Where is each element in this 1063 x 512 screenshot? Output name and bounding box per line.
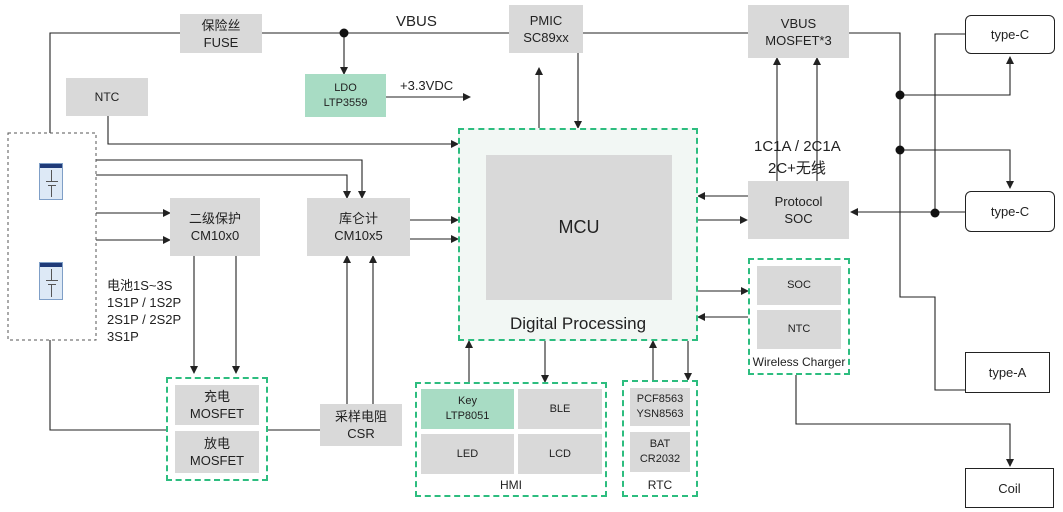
- csr-block: 采样电阻 CSR: [320, 404, 402, 446]
- type-c-port-1-label: type-C: [990, 27, 1030, 42]
- ble-label: BLE: [549, 402, 571, 415]
- junction-typec1: [895, 90, 905, 100]
- battery-config-2: 1S1P / 1S2P: [107, 295, 182, 310]
- protocol-line1: Protocol: [774, 194, 823, 209]
- wire-sense-1: [96, 159, 366, 199]
- charge-mosfet-line1: 充电: [203, 389, 230, 404]
- coil-label: Coil: [998, 480, 1021, 496]
- pcf-line2: YSN8563: [636, 408, 684, 420]
- protocol-line2: SOC: [784, 211, 813, 226]
- ble-block: BLE: [518, 389, 602, 429]
- pmic-line1: PMIC: [529, 13, 563, 28]
- charge-mode-label-2: 2C+无线: [768, 160, 826, 177]
- ldo-line2: LTP3559: [323, 96, 368, 109]
- csr-line2: CSR: [347, 426, 375, 441]
- wire-vbus-to-typec1: [900, 56, 1014, 96]
- protection-block: 二级保护 CM10x0: [170, 198, 260, 256]
- led-label: LED: [456, 447, 479, 460]
- wireless-soc-block: SOC: [757, 266, 841, 305]
- protection-line1: 二级保护: [188, 211, 241, 226]
- type-a-port: type-A: [965, 352, 1050, 393]
- coulomb-counter-block: 库仑计 CM10x5: [307, 198, 410, 256]
- type-c-port-2-label: type-C: [990, 204, 1030, 219]
- type-c-port-1: type-C: [965, 15, 1055, 54]
- pmic-block: PMIC SC89xx: [509, 5, 583, 53]
- battery-cell-2-icon: [39, 262, 63, 300]
- junction-ldo: [339, 28, 349, 38]
- coulomb-line2: CM10x5: [334, 228, 383, 243]
- charge-mode-label-1: 1C1A / 2C1A: [754, 138, 841, 155]
- wireless-soc-label: SOC: [787, 279, 811, 291]
- coil-block: Coil: [965, 468, 1054, 508]
- vbus-label: VBUS: [396, 13, 437, 30]
- pcf8563-block: PCF8563 YSN8563: [630, 388, 690, 426]
- coulomb-line1: 库仑计: [338, 211, 378, 226]
- wire-vbus-to-typec2: [900, 149, 1014, 189]
- discharge-mosfet-block: 放电 MOSFET: [175, 431, 259, 473]
- mcu-block: MCU: [486, 155, 672, 300]
- type-c-port-2: type-C: [965, 191, 1055, 232]
- wireless-ntc-label: NTC: [787, 323, 811, 335]
- vbus-mosfet-line1: VBUS: [780, 15, 817, 31]
- charge-mosfet-block: 充电 MOSFET: [175, 385, 259, 425]
- led-block: LED: [421, 434, 514, 474]
- junction-cc: [930, 208, 940, 218]
- digital-processing-label: Digital Processing: [509, 314, 647, 333]
- wire-battery-to-mosfet: [49, 340, 166, 431]
- battery-config-4: 3S1P: [107, 329, 139, 344]
- protocol-soc-block: Protocol SOC: [748, 181, 849, 239]
- vbus-mosfet-line2: MOSFET*3: [765, 32, 832, 48]
- battery-pack-outline: [7, 132, 97, 341]
- wire-vbus-to-typea: [849, 32, 965, 391]
- wireless-charger-label: Wireless Charger: [752, 355, 846, 369]
- ntc-label: NTC: [94, 89, 120, 104]
- hmi-label: HMI: [500, 478, 522, 492]
- key-line1: Key: [458, 395, 477, 407]
- type-a-port-label: type-A: [988, 365, 1027, 380]
- ldo-block: LDO LTP3559: [305, 74, 386, 117]
- ntc-block: NTC: [66, 78, 148, 116]
- pmic-line2: SC89xx: [523, 30, 569, 45]
- fuse-line1: 保险丝: [201, 17, 241, 33]
- ldo-line1: LDO: [334, 81, 357, 94]
- discharge-mosfet-line2: MOSFET: [189, 453, 245, 468]
- wireless-ntc-block: NTC: [757, 310, 841, 349]
- wire-sense-2: [96, 174, 351, 199]
- pcf-line1: PCF8563: [636, 393, 684, 405]
- csr-line1: 采样电阻: [334, 409, 387, 424]
- v33-label: +3.3VDC: [400, 78, 454, 93]
- battery-cell-1-icon: [39, 163, 63, 200]
- coin-battery-block: BAT CR2032: [630, 432, 690, 472]
- key-line2: LTP8051: [445, 410, 490, 422]
- junction-typec2: [895, 145, 905, 155]
- wire-wireless-to-coil: [795, 375, 1014, 467]
- bat-line1: BAT: [649, 438, 671, 450]
- vbus-mosfet-block: VBUS MOSFET*3: [748, 5, 849, 58]
- wire-battery-to-fuse: [49, 32, 180, 133]
- key-block: Key LTP8051: [421, 389, 514, 429]
- fuse-block: 保险丝 FUSE: [180, 14, 262, 53]
- battery-config-3: 2S1P / 2S2P: [107, 312, 182, 327]
- wire-ntc-to-mcu: [107, 116, 459, 148]
- mcu-label: MCU: [558, 217, 600, 237]
- bat-line2: CR2032: [639, 453, 681, 465]
- fuse-line2: FUSE: [203, 34, 239, 50]
- lcd-label: LCD: [548, 447, 571, 460]
- lcd-block: LCD: [518, 434, 602, 474]
- battery-config-1: 电池1S~3S: [107, 278, 173, 293]
- charge-mosfet-line2: MOSFET: [189, 406, 245, 421]
- discharge-mosfet-line1: 放电: [203, 436, 230, 451]
- rtc-label: RTC: [647, 478, 673, 492]
- protection-line2: CM10x0: [190, 228, 240, 243]
- wire-cc-to-typec1: [934, 33, 965, 213]
